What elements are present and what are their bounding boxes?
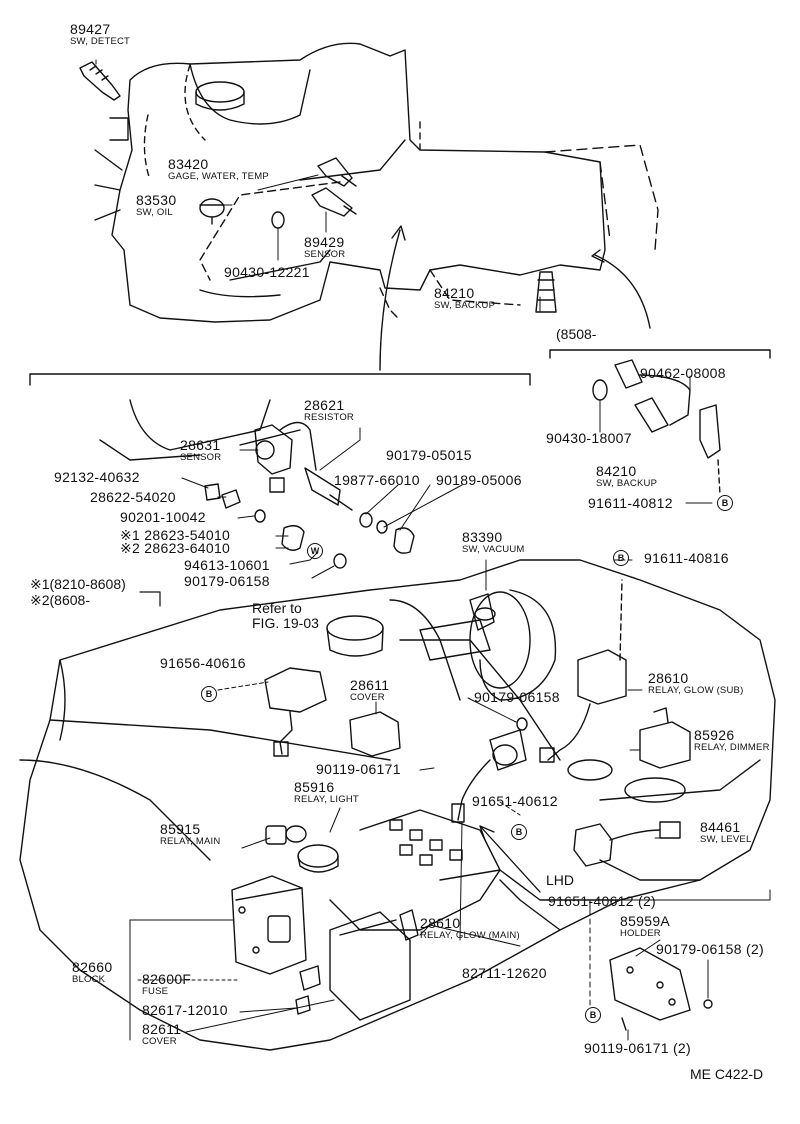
vacuum-switch-assembly [419, 589, 557, 701]
marker-b-91651-40612: B [511, 824, 527, 840]
engine-outline [94, 42, 659, 371]
part-label-91656-40616: 91656-40616 [160, 655, 246, 671]
range-note-2: ※2(8608- [30, 592, 90, 608]
glow-sub-relay [539, 579, 627, 763]
refer-note-line2: FIG. 19-03 [252, 615, 319, 631]
part-label-82711-12620: 82711-12620 [462, 965, 547, 981]
dimmer-relay [639, 707, 691, 769]
oil-switch-part [199, 198, 225, 225]
part-label-82617-12010: 82617-12010 [142, 1002, 228, 1018]
part-label-90201-10042: 90201-10042 [120, 509, 206, 525]
main-relay [265, 825, 307, 845]
marker-b-holder: B [585, 1007, 601, 1023]
bracket-backup [549, 349, 771, 359]
marker-b-91656-40616: B [201, 686, 217, 702]
temp-sensor-part [311, 187, 357, 217]
part-label-28623-64010: ※2 28623-64010 [120, 540, 231, 556]
part-label-28623-54010: ※1 28623-54010 [120, 527, 231, 543]
leader-lines [95, 59, 771, 1041]
backup-switch-part [535, 271, 557, 313]
detect-switch-part [79, 61, 121, 101]
relay-refer-fig [264, 667, 327, 757]
bracket-sensor-group [29, 373, 531, 386]
part-label-92132-40632: 92132-40632 [54, 469, 140, 485]
part-label-90430-18007: 90430-18007 [546, 430, 632, 446]
part-label-90179-05015: 90179-05015 [386, 447, 472, 463]
holder-bracket [609, 947, 713, 1031]
fuse-block [231, 875, 321, 1015]
part-label-90430-12221: 90430-12221 [224, 264, 310, 280]
part-label-90119-06171-a: 90119-06171 [316, 761, 401, 777]
vehicle-body-outline [19, 559, 776, 1051]
part-label-94613-10601: 94613-10601 [184, 557, 270, 573]
part-label-91611-40812: 91611-40812 [588, 495, 673, 511]
part-label-91651-40612-a: 91651-40612 [472, 793, 558, 809]
part-label-90179-06158-c: 90179-06158 (2) [656, 941, 765, 957]
resistor-sensor-group [99, 399, 415, 569]
marker-b-91611-40816: B [613, 550, 629, 566]
diagram-code: ME C422-D [690, 1066, 764, 1082]
part-label-91611-40816: 91611-40816 [644, 550, 729, 566]
gasket-part [271, 211, 285, 229]
level-switch [573, 821, 681, 867]
part-label-90119-06171-b: 90119-06171 (2) [584, 1040, 691, 1056]
part-label-90179-06158-a: 90179-06158 [184, 573, 270, 589]
block-cover [329, 911, 411, 1021]
part-label-90179-06158-b: 90179-06158 [474, 689, 560, 705]
light-relay [297, 844, 339, 873]
marker-w-94613: W [307, 543, 323, 559]
range-note-1: ※1(8210-8608) [30, 576, 126, 592]
part-label-91651-40612-b: 91651-40612 (2) [548, 893, 657, 909]
glow-main-relay [399, 909, 419, 941]
marker-b-91611-40812: B [717, 495, 733, 511]
refer-note-line1: Refer to [252, 600, 302, 616]
vacuum-hose-and-switch [451, 717, 528, 823]
lhd-arrow [479, 825, 541, 893]
water-temp-gage-part [317, 157, 357, 187]
cover-part [349, 711, 401, 757]
part-label-90462-08008: 90462-08008 [640, 365, 726, 381]
part-label-90189-05006: 90189-05006 [436, 472, 522, 488]
lhd-label: LHD [546, 872, 575, 888]
range-note-backup: (8508- [556, 326, 597, 342]
part-label-28622-54020: 28622-54020 [90, 489, 176, 505]
part-label-19877-66010: 19877-66010 [334, 472, 420, 488]
